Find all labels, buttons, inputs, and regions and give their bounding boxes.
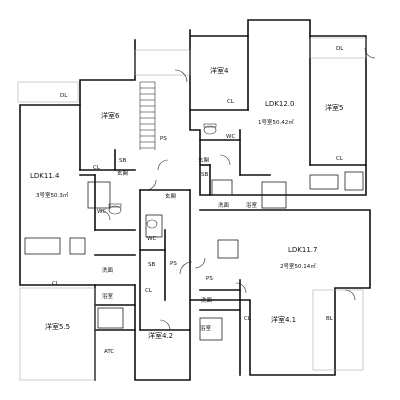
room-label-w42: 洋室4.2 (148, 331, 173, 340)
sb-label-b: SB (201, 172, 208, 178)
unit-label-2: 2号室50.14㎡ (280, 262, 316, 270)
cl-label-b: CL (336, 156, 344, 162)
room-label-ldk120: LDK12.0 (265, 100, 294, 108)
area-labels: WC WC WC 玄関 玄関 玄関 洗面 洗面 洗面 浴室 浴室 浴室 CL C… (52, 99, 344, 332)
room-label-w5: 洋室5 (325, 103, 343, 112)
sb-label-c: SB (148, 262, 155, 268)
cl-label-d: CL (145, 288, 153, 294)
balcony-label-br: BL (326, 316, 334, 322)
balcony-label-tl: DL (60, 93, 68, 99)
exterior-walls (19, 19, 371, 381)
room-label-atc: ATC (104, 349, 114, 355)
ps-label-b: PS (170, 261, 177, 267)
genkan-label-b: 玄関 (198, 156, 210, 164)
sennmen-label-b: 洗面 (102, 266, 114, 274)
sennmen-label-a: 洗面 (218, 201, 230, 209)
room-label-w4: 洋室4 (210, 66, 229, 75)
room-label-w55: 洋室5.5 (45, 322, 70, 331)
cl-label-f: CL (52, 281, 60, 287)
unit-3-partitions (24, 81, 156, 256)
yokushitsu-label-b: 浴室 (102, 292, 114, 300)
room-label-ldk117: LDK11.7 (288, 246, 317, 254)
genkan-label-c: 玄関 (165, 192, 177, 200)
cl-label-e: CL (244, 316, 252, 322)
cl-label-a: CL (93, 165, 101, 171)
cl-label-c: CL (227, 99, 235, 105)
wc-label-mid: WC (147, 236, 156, 242)
doors (99, 47, 376, 331)
unit-label-3: 3号室50.3㎡ (36, 191, 69, 199)
wc-label-left: WC (97, 209, 106, 215)
yokushitsu-label-c: 浴室 (200, 324, 212, 332)
sennmen-label-c: 洗面 (201, 296, 213, 304)
room-label-ldk114: LDK11.4 (30, 172, 60, 180)
room-labels: 洋室4 LDK12.0 1号室50.42㎡ 洋室5 DL DL 洋室6 LDK1… (30, 46, 344, 355)
yokushitsu-label-a: 浴室 (246, 201, 258, 209)
ps-label-c: PS (206, 276, 213, 282)
room-label-w6: 洋室6 (101, 111, 120, 120)
wc-label-top: WC (226, 134, 235, 140)
room-label-w41: 洋室4.1 (271, 315, 296, 324)
genkan-label-a: 玄関 (117, 169, 129, 177)
balconies (17, 37, 367, 381)
balcony-label-tr: DL (336, 46, 344, 52)
fixtures (108, 123, 217, 229)
sb-label-a: SB (119, 158, 126, 164)
unit-label-1: 1号室50.42㎡ (258, 118, 294, 126)
ps-label-a: PS (160, 136, 167, 142)
